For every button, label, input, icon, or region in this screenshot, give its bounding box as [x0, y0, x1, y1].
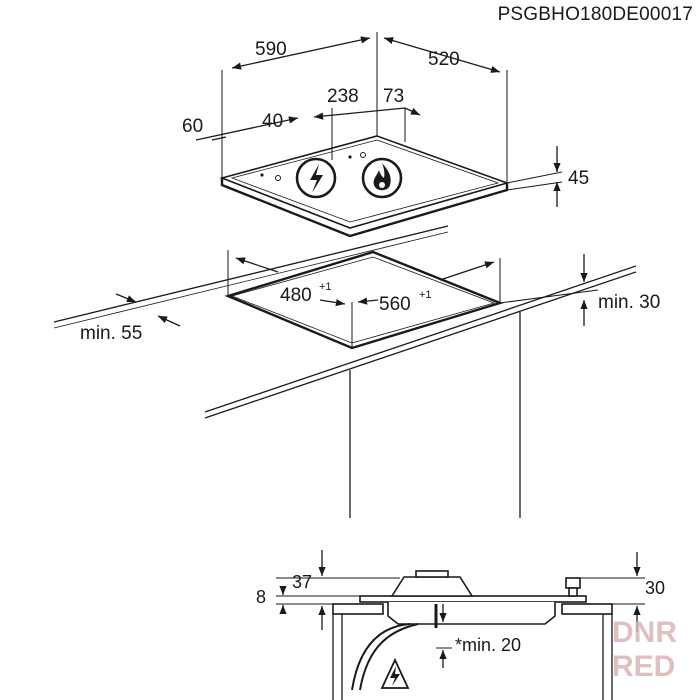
watermark-logo: DNR RED [612, 616, 677, 683]
dim-45: 45 [568, 168, 589, 189]
dim-238: 238 [327, 86, 359, 107]
dim-min-below: *min. 20 [455, 635, 521, 655]
dim-60: 60 [182, 116, 203, 137]
svg-text:RED: RED [612, 650, 675, 683]
dim-depth: 520 [428, 49, 460, 70]
electric-warning-icon [295, 157, 337, 199]
dim-40: 40 [262, 111, 283, 132]
gas-flame-icon [361, 157, 403, 199]
dim-cut-width: 560 [379, 294, 411, 315]
dim-width: 590 [255, 39, 287, 60]
cutout-outline [224, 250, 504, 350]
dim-min-front: min. 55 [80, 323, 142, 344]
dim-73: 73 [383, 86, 404, 107]
worktop-cutout-view: 480 +1 560 +1 min. 55 min. 30 [53, 225, 660, 518]
hob-cross-section: 8 37 30 *min. 20 [256, 550, 665, 700]
dim-cut-width-tol: +1 [419, 289, 432, 301]
dim-8: 8 [256, 587, 266, 607]
svg-text:DNR: DNR [612, 616, 677, 649]
dim-30: 30 [645, 578, 665, 598]
hob-top-view: 590 520 238 73 60 40 45 [182, 32, 589, 238]
document-code: PSGBHO180DE00017 [498, 4, 693, 25]
dim-min-wall: min. 30 [598, 292, 660, 313]
dim-cut-depth: 480 [280, 285, 312, 306]
dim-37: 37 [292, 572, 312, 592]
electric-hazard-icon [380, 657, 410, 689]
dim-cut-depth-tol: +1 [319, 281, 332, 293]
